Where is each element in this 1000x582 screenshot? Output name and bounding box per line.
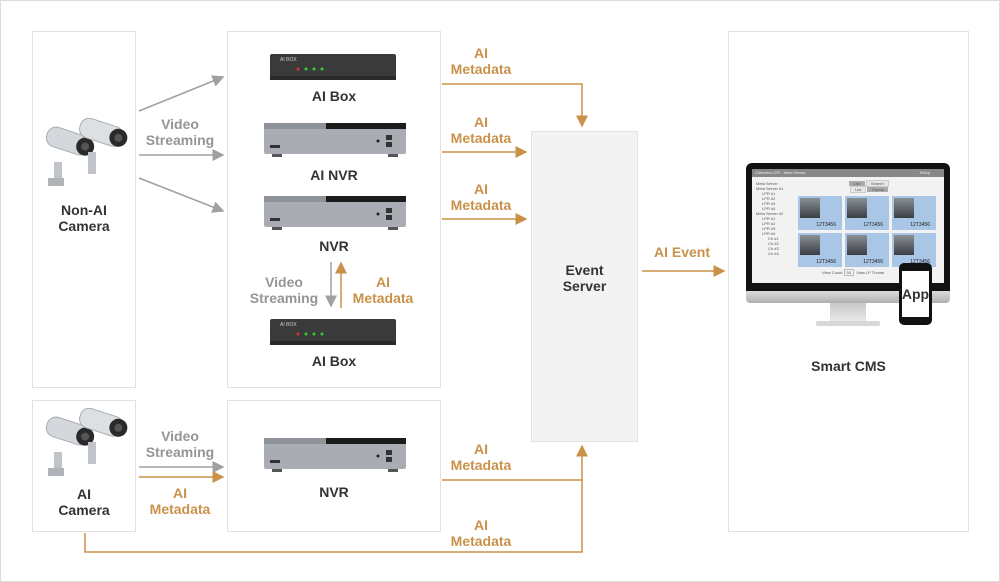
- cms-tree-item: Ch #1: [768, 236, 779, 241]
- flow-label-ai-event: AI Event: [653, 244, 710, 260]
- cms-thumbnail-grid: 12T3456 12T3456 12T3456 12T3456 12T3456 12T34…: [798, 196, 940, 267]
- arrow-ai-camera-direct-meta-to-server: [84, 480, 583, 553]
- plate-number: 12T3456: [910, 259, 930, 265]
- cms-window-title: Clairview LPR - Meta Viewer: [755, 170, 806, 175]
- cms-tree-item: LPR #3: [762, 201, 776, 206]
- svg-text:AI BOX: AI BOX: [280, 57, 297, 63]
- cms-plate-thumbnail: 12T3456: [892, 233, 936, 267]
- cms-view-count-value: 50: [843, 269, 854, 276]
- arrow-ai-box-meta-to-server: [442, 83, 588, 128]
- nvr-device-icon: [264, 123, 406, 157]
- ai-box-bottom-label: AI Box: [311, 353, 357, 369]
- cctv-camera-pair-icon: [45, 408, 128, 476]
- cms-view-count-label: View Count: [822, 270, 843, 275]
- vehicle-image: [894, 235, 914, 255]
- monitor-icon: Clairview LPR - Meta Viewer Setup Meta S…: [746, 163, 950, 329]
- event-server-box: [531, 131, 638, 442]
- nvr-device-icon: [264, 196, 406, 230]
- cms-screen: Clairview LPR - Meta Viewer Setup Meta S…: [752, 169, 944, 283]
- cms-tree-header: Meta Server: [756, 181, 778, 186]
- cms-tree-item: LPR #3: [762, 226, 776, 231]
- plate-number: 12T3456: [910, 222, 930, 228]
- cms-setup: Setup: [919, 170, 930, 175]
- cms-list-button: List: [850, 186, 867, 193]
- ai-box-device-icon: AI BOX: [270, 319, 396, 345]
- vehicle-image: [847, 235, 867, 255]
- cms-view-lp-thumb: View LP Thumb: [856, 270, 885, 275]
- cms-plate-thumbnail: 12T3456: [798, 196, 842, 230]
- arrow-video-to-ai-box: [138, 75, 225, 112]
- cms-tree-item: Meta Server #2: [756, 211, 784, 216]
- smart-cms-label: Smart CMS: [811, 358, 886, 374]
- cms-search-button: Search: [865, 180, 889, 187]
- cms-tree-item: LPR #4: [762, 231, 776, 236]
- ai-box-top-label: AI Box: [311, 88, 357, 104]
- vehicle-image: [847, 198, 867, 218]
- cms-tree-item: LPR #2: [762, 196, 776, 201]
- plate-number: 12T3456: [863, 222, 883, 228]
- cms-tree-item: Ch #3: [768, 246, 779, 251]
- nvr-device-icon: [264, 438, 406, 472]
- svg-text:AI BOX: AI BOX: [280, 322, 297, 328]
- vehicle-image: [894, 198, 914, 218]
- cms-tree-item: LPR #1: [762, 191, 776, 196]
- plate-number: 12T3456: [816, 222, 836, 228]
- cms-plate-thumbnail: 12T3456: [798, 233, 842, 267]
- cms-tree-item: Meta Server #1: [756, 186, 784, 191]
- mobile-app-icon: App: [899, 263, 932, 325]
- cms-plate-thumbnail: 12T3456: [892, 196, 936, 230]
- nvr-bottom-label: NVR: [319, 484, 349, 500]
- vehicle-image: [800, 198, 820, 218]
- cms-tree-item: Ch #2: [768, 241, 779, 246]
- nvr-mid-label: NVR: [319, 238, 349, 254]
- non-ai-camera-box: [32, 31, 136, 388]
- ai-nvr-label: AI NVR: [310, 167, 358, 183]
- app-label: App: [901, 286, 930, 302]
- cms-tree-item: LPR #2: [762, 221, 776, 226]
- arrow-video-to-nvr: [138, 177, 225, 213]
- cms-thumb-button: Thumb: [867, 187, 888, 192]
- cms-tree-item: Ch #4: [768, 251, 779, 256]
- vehicle-image: [800, 235, 820, 255]
- ai-box-device-icon: AI BOX: [270, 54, 396, 80]
- cms-live-button: Live: [849, 181, 865, 186]
- cms-plate-thumbnail: 12T3456: [845, 196, 889, 230]
- cctv-camera-pair-icon: [45, 118, 128, 186]
- plate-number: 12T3456: [863, 259, 883, 265]
- plate-number: 12T3456: [816, 259, 836, 265]
- cms-tree-item: LPR #4: [762, 206, 776, 211]
- cms-plate-thumbnail: 12T3456: [845, 233, 889, 267]
- cms-tree-item: LPR #1: [762, 216, 776, 221]
